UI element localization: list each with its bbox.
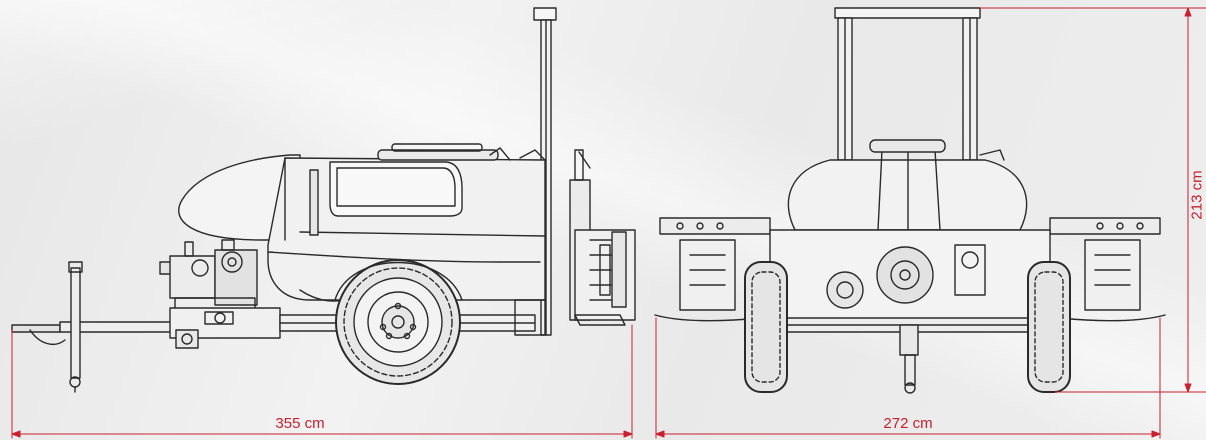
front-wheel-right [1027, 261, 1071, 393]
front-width-arrow-left [655, 430, 665, 438]
front-view-drawing [654, 7, 1166, 394]
side-length-label: 355 cm [275, 415, 325, 432]
dimension-lines [11, 7, 1206, 439]
front-body-frame [759, 229, 1061, 394]
height-arrow-bottom [1184, 383, 1192, 393]
front-wheel-left [744, 261, 788, 393]
front-width-arrow-right [1151, 430, 1161, 438]
side-wheel [334, 259, 463, 385]
side-length-arrow-left [11, 430, 21, 438]
side-length-arrow-right [623, 430, 633, 438]
side-rear-assembly [569, 149, 636, 326]
front-width-label: 272 cm [883, 415, 933, 432]
front-mast [834, 7, 981, 161]
side-view-drawing [11, 7, 636, 393]
height-label: 213 cm [1188, 170, 1206, 220]
side-tank [178, 143, 546, 302]
side-pump-group [159, 239, 258, 311]
height-arrow-top [1184, 7, 1192, 17]
front-tank [787, 139, 1028, 231]
front-boom-right [1049, 217, 1166, 322]
